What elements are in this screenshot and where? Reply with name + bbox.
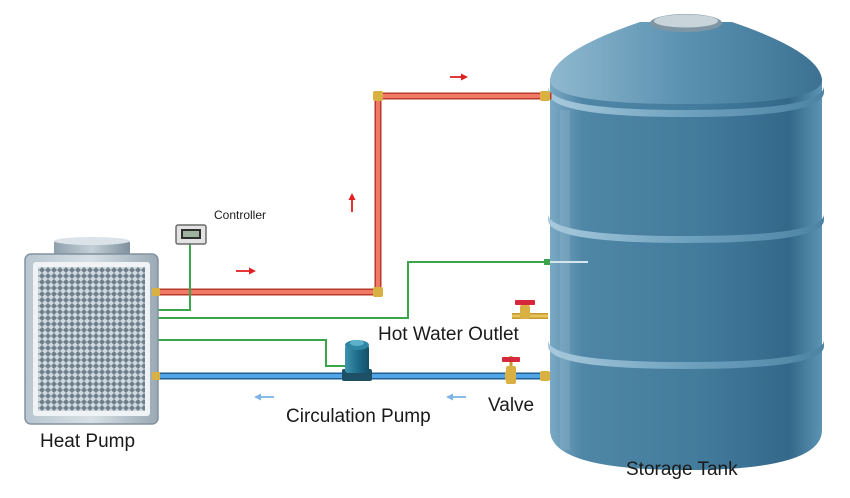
pipe-fitting bbox=[373, 287, 383, 297]
pipe-fitting bbox=[373, 91, 383, 101]
pipe-fitting bbox=[540, 91, 550, 101]
storage-tank-label: Storage Tank bbox=[626, 459, 738, 480]
control-wires bbox=[158, 244, 548, 367]
hot-water-outlet-valve-icon bbox=[512, 300, 548, 319]
hot-water-outlet-label: Hot Water Outlet bbox=[378, 324, 519, 345]
flow-arrow-hot-right bbox=[236, 267, 256, 275]
controller-label: Controller bbox=[214, 208, 267, 222]
controller-display-icon bbox=[175, 224, 207, 245]
flow-arrow-hot-up bbox=[348, 193, 356, 212]
storage-tank-icon bbox=[548, 14, 824, 470]
flow-arrow-cold-left bbox=[254, 393, 274, 401]
circulation-pump-icon bbox=[342, 340, 372, 381]
sensor-fitting bbox=[544, 259, 550, 265]
circulation-pump-label: Circulation Pump bbox=[286, 406, 431, 427]
flow-arrow-hot-top bbox=[450, 73, 468, 81]
pipe-fitting bbox=[540, 371, 550, 381]
flow-arrow-cold-left-2 bbox=[446, 393, 466, 401]
heat-pump-unit-icon bbox=[24, 237, 160, 425]
heat-pump-label: Heat Pump bbox=[40, 431, 136, 452]
valve-icon bbox=[502, 356, 520, 384]
valve-label: Valve bbox=[488, 395, 535, 416]
hot-water-pipe bbox=[154, 92, 552, 296]
